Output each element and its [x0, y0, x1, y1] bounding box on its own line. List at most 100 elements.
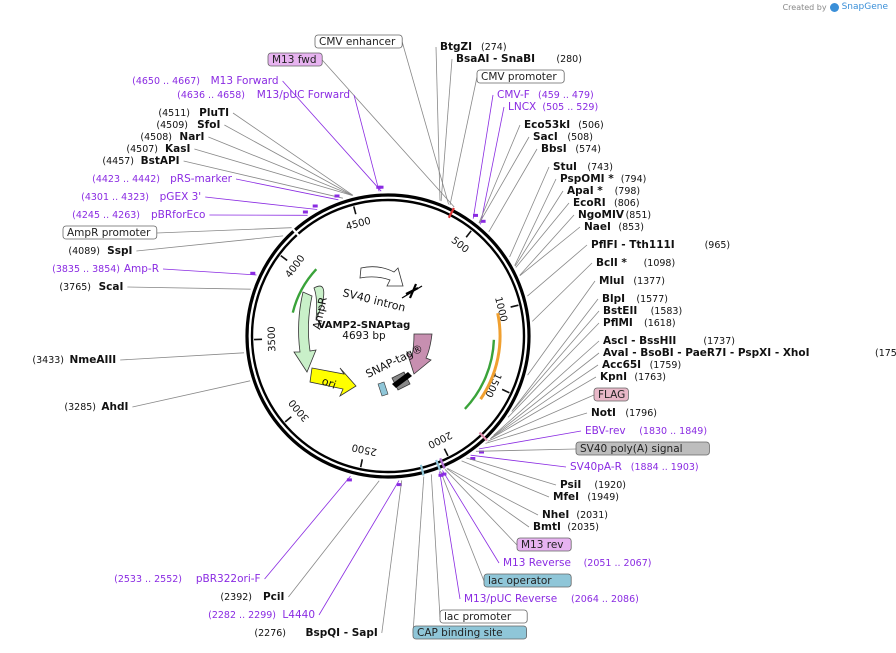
site-label-feat[interactable]: CMV enhancer — [314, 34, 403, 49]
site-label-primer[interactable]: pRS-marker(4423 .. 4442) — [92, 173, 233, 185]
site-label-enz[interactable]: BtgZI(274) — [440, 41, 507, 53]
ring-tick — [510, 304, 519, 308]
site-label-primer[interactable]: L4440(2282 .. 2299) — [208, 609, 315, 621]
leader-line — [489, 376, 597, 440]
site-label-enz[interactable]: PflMI(1618) — [603, 317, 676, 329]
site-label-enz[interactable]: AhdI(3285) — [64, 401, 128, 413]
site-label-primer[interactable]: pBR322ori-F(2533 .. 2552) — [114, 573, 260, 585]
site-label-feat[interactable]: M13 fwd — [267, 52, 323, 67]
site-label-enz[interactable]: AvaI - BsoBI - PaeR7I - PspXI - XhoI(175… — [603, 347, 896, 359]
site-label-primer[interactable]: M13/pUC Reverse (2064 .. 2086) — [464, 593, 639, 605]
site-label-enz[interactable]: MluI(1377) — [599, 275, 665, 287]
site-label-enz[interactable]: BclI *(1098) — [596, 257, 675, 269]
site-name: M13/pUC Forward — [257, 89, 350, 101]
ring-tick — [352, 206, 357, 215]
site-label-primer[interactable]: EBV-rev(1830 .. 1849) — [585, 425, 707, 437]
site-label-enz[interactable]: BmtI(2035) — [533, 521, 599, 533]
site-label-enz[interactable]: SacI(508) — [533, 131, 593, 143]
feature-mark — [439, 457, 446, 469]
site-label-enz[interactable]: ScaI(3765) — [59, 281, 123, 293]
leader-line — [470, 454, 567, 468]
site-label-feat[interactable]: AmpR promoter — [62, 225, 158, 240]
site-label-enz[interactable]: Acc65I(1759) — [602, 359, 681, 371]
site-label-enz[interactable]: BstEII(1583) — [603, 305, 682, 317]
site-name: L4440 — [282, 609, 315, 621]
site-label-feat[interactable]: lac promoter — [439, 609, 528, 624]
primer-mark — [470, 457, 476, 460]
site-label-enz[interactable]: PluTI(4511) — [158, 107, 229, 119]
leader-line — [511, 298, 599, 411]
site-label-enz[interactable]: SspI(4089) — [68, 245, 132, 257]
site-label-enz[interactable]: NgoMIV(851) — [578, 209, 651, 221]
site-label-enz[interactable]: EcoRI(806) — [573, 197, 640, 209]
site-label-enz[interactable]: SfoI(4509) — [156, 119, 220, 131]
site-label-enz[interactable]: PspOMI *(794) — [560, 173, 646, 185]
site-label-enz[interactable]: Eco53kI(506) — [524, 119, 604, 131]
site-label-enz[interactable]: StuI(743) — [553, 161, 613, 173]
site-label-enz[interactable]: NmeAIII(3433) — [32, 354, 116, 366]
site-label-enz[interactable]: BlpI(1577) — [602, 293, 668, 305]
site-label-enz[interactable]: ApaI *(798) — [567, 185, 640, 197]
site-label-primer[interactable]: M13 Reverse(2051 .. 2067) — [503, 557, 651, 569]
leader-line — [514, 190, 564, 267]
feature-name: lac operator — [488, 575, 552, 587]
leader-line — [430, 474, 441, 618]
site-label-enz[interactable]: NarI(4508) — [140, 131, 204, 143]
splice-mark-icon — [405, 283, 419, 299]
ori-arrow[interactable] — [309, 367, 357, 398]
site-label-feat[interactable]: CMV promoter — [476, 69, 565, 84]
site-label-primer[interactable]: M13 Forward(4650 .. 4667) — [132, 75, 278, 87]
site-label-enz[interactable]: NaeI(853) — [584, 221, 644, 233]
leader-line — [132, 380, 251, 408]
site-position: (2064 .. 2086) — [571, 594, 639, 605]
ring-tick-label: 3000 — [287, 397, 312, 424]
amp-r-arrow[interactable] — [293, 291, 317, 373]
leader-line — [478, 124, 521, 224]
leader-line — [444, 469, 518, 546]
site-label-enz[interactable]: NotI(1796) — [591, 407, 657, 419]
feature-name: CMV promoter — [481, 71, 557, 83]
plasmid-size: 4693 bp — [342, 330, 386, 342]
site-label-enz[interactable]: MfeI(1949) — [553, 491, 619, 503]
site-label-primer[interactable]: M13/pUC Forward(4636 .. 4658) — [177, 89, 350, 101]
site-label-enz[interactable]: PciI(2392) — [220, 591, 284, 603]
site-name: PluTI — [199, 107, 229, 119]
site-label-primer[interactable]: Amp-R(3835 .. 3854) — [52, 263, 159, 275]
site-label-enz[interactable]: BstAPI(4457) — [102, 155, 179, 167]
site-label-enz[interactable]: BsaAI - SnaBI(280) — [456, 53, 582, 65]
site-label-primer[interactable]: pBRforEco(4245 .. 4263) — [72, 209, 205, 221]
site-position: (274) — [481, 42, 507, 53]
site-label-primer[interactable]: SV40pA-R(1884 .. 1903) — [570, 461, 699, 473]
site-position: (4508) — [140, 132, 172, 143]
leader-line — [321, 59, 455, 208]
primer-mark — [376, 185, 382, 189]
site-label-primer[interactable]: CMV-F(459 .. 479) — [497, 89, 594, 101]
site-label-enz[interactable]: KpnI(1763) — [600, 371, 666, 383]
site-label-feat[interactable]: FLAG — [593, 387, 629, 402]
site-name: M13 Reverse — [503, 557, 571, 569]
site-label-primer[interactable]: pGEX 3'(4301 .. 4323) — [81, 191, 201, 203]
site-label-enz[interactable]: BbsI(574) — [541, 143, 601, 155]
site-label-enz[interactable]: KasI(4507) — [126, 143, 190, 155]
site-label-enz[interactable]: PsiI(1920) — [560, 479, 626, 491]
sv40-intron-arrow[interactable] — [359, 266, 404, 287]
site-label-feat[interactable]: lac operator — [483, 573, 572, 588]
site-position: (798) — [615, 186, 641, 197]
leader-line — [136, 235, 284, 252]
site-label-feat[interactable]: SV40 poly(A) signal — [575, 441, 710, 456]
site-label-feat[interactable]: CAP binding site — [412, 625, 527, 640]
site-name: pRS-marker — [170, 173, 233, 185]
site-label-enz[interactable]: BspQI - SapI(2276) — [254, 627, 377, 639]
site-position: (1830 .. 1849) — [639, 426, 707, 437]
site-label-enz[interactable]: NheI(2031) — [542, 509, 608, 521]
ori-label: ori — [320, 375, 338, 392]
site-label-enz[interactable]: PflFI - Tth111I(965) — [591, 239, 730, 251]
feature-box — [593, 387, 629, 402]
snap-tag-arrow[interactable] — [406, 333, 433, 375]
site-name: M13/pUC Reverse — [464, 593, 557, 605]
site-label-feat[interactable]: M13 rev — [516, 537, 572, 552]
site-label-primer[interactable]: LNCX(505 .. 529) — [508, 101, 598, 113]
leader-line — [519, 214, 575, 276]
site-label-enz[interactable]: AscI - BssHII(1737) — [603, 335, 735, 347]
